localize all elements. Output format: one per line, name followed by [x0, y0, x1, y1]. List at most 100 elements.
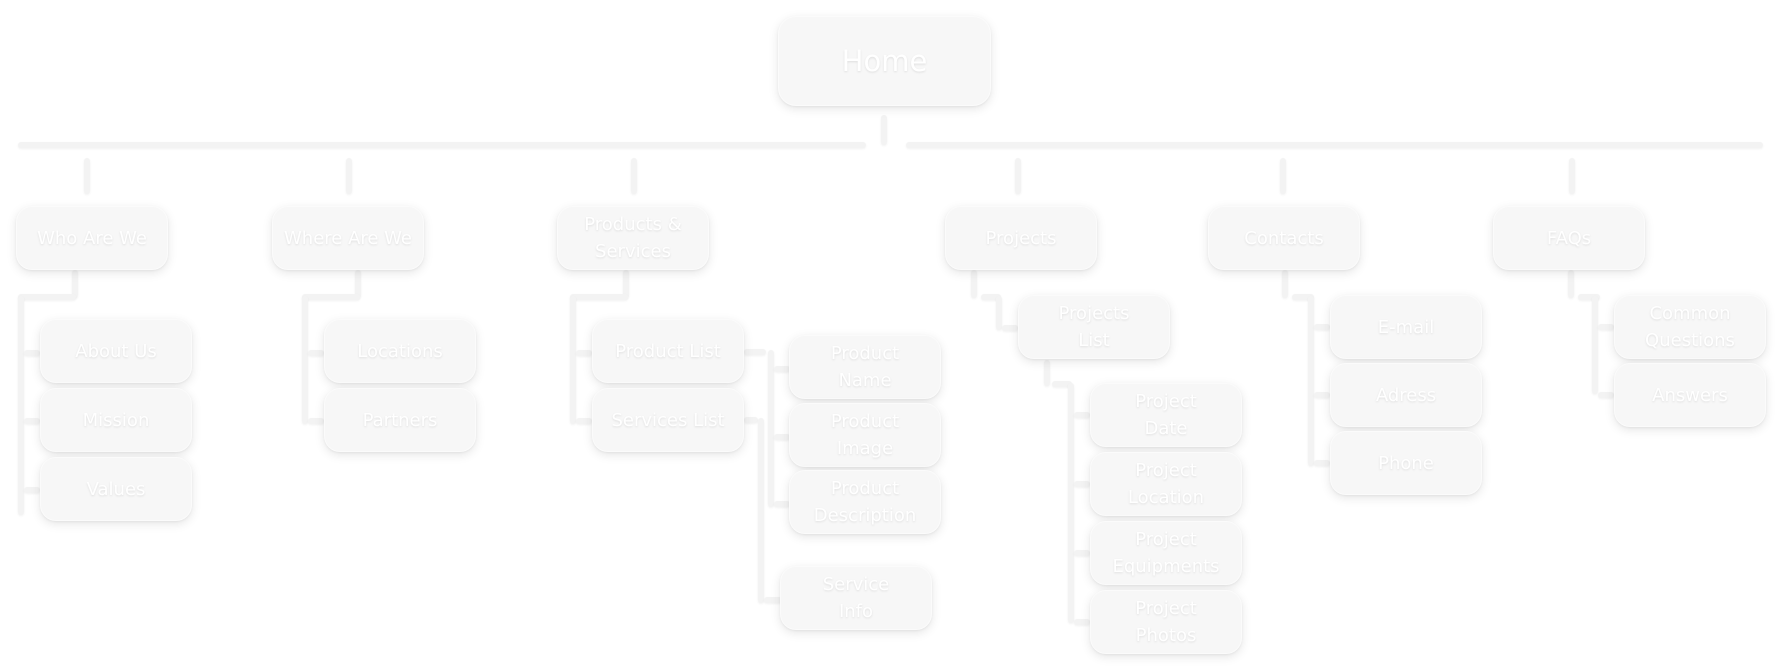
- node-about-us[interactable]: About Us: [40, 319, 192, 383]
- connector-faqs-tick-1: [1598, 324, 1614, 330]
- connector-who-elbow: [18, 294, 76, 300]
- node-project-date-label: Project Date: [1135, 391, 1197, 439]
- node-locations-label: Locations: [357, 340, 443, 362]
- node-adress-label: Adress: [1375, 384, 1437, 406]
- node-projects[interactable]: Projects: [945, 206, 1097, 270]
- connector-products-elbow: [570, 294, 628, 300]
- node-answers-label: Answers: [1652, 384, 1728, 406]
- node-product-name-label: Product Name: [830, 343, 900, 391]
- connector-productlist-tick-1: [774, 366, 790, 372]
- connector-root-stem: [881, 115, 887, 145]
- node-project-photos-label: Project Photos: [1135, 598, 1197, 646]
- node-project-equipments[interactable]: Project Equipments: [1090, 521, 1242, 585]
- connector-projects-spine: [996, 296, 1002, 330]
- connector-where-tick-2: [308, 418, 324, 424]
- connector-who-stem: [72, 270, 78, 298]
- node-project-equipments-label: Project Equipments: [1112, 529, 1220, 577]
- node-mission-label: Mission: [82, 409, 150, 431]
- node-project-date[interactable]: Project Date: [1090, 383, 1242, 447]
- connector-productlist-tick-2: [774, 434, 790, 440]
- connector-contacts-tick-2: [1314, 392, 1330, 398]
- connector-projects-elbow: [981, 294, 1001, 300]
- node-product-description[interactable]: Product Description: [789, 470, 941, 534]
- connector-products-tick-2: [576, 418, 592, 424]
- connector-contacts-stem: [1282, 270, 1288, 298]
- connector-where-tick-1: [308, 350, 324, 356]
- connector-drop-where: [346, 158, 352, 194]
- connector-projectslist-stem: [1044, 360, 1050, 386]
- node-product-list[interactable]: Product List: [592, 319, 744, 383]
- connector-where-elbow: [302, 294, 360, 300]
- node-about-us-label: About Us: [75, 340, 157, 362]
- connector-contacts-tick-3: [1314, 460, 1330, 466]
- node-who-are-we-label: Who Are We: [37, 227, 147, 249]
- connector-products-stem: [623, 270, 629, 298]
- connector-products-spine: [570, 296, 576, 424]
- node-projects-list-label: Projects List: [1058, 303, 1130, 351]
- connector-drop-contacts: [1280, 158, 1286, 194]
- connector-projects-tick: [1002, 325, 1018, 331]
- node-project-photos[interactable]: Project Photos: [1090, 590, 1242, 654]
- node-service-info[interactable]: Service Info: [780, 566, 932, 630]
- node-values[interactable]: Values: [40, 457, 192, 521]
- connector-projectslist-tick-3: [1074, 550, 1090, 556]
- node-home-label: Home: [841, 43, 928, 78]
- connector-where-spine: [302, 296, 308, 424]
- node-email-label: E-mail: [1377, 316, 1435, 338]
- connector-projectslist-tick-1: [1074, 412, 1090, 418]
- connector-productlist-spine: [768, 350, 774, 507]
- node-product-image[interactable]: Product Image: [789, 403, 941, 467]
- node-faqs[interactable]: FAQs: [1493, 206, 1645, 270]
- connector-projectslist-tick-4: [1074, 619, 1090, 625]
- connector-serviceslist-spine: [758, 418, 764, 603]
- node-project-location[interactable]: Project Location: [1090, 452, 1242, 516]
- connector-faqs-stem: [1568, 270, 1574, 298]
- node-products-services-label: Products & Services: [584, 214, 682, 262]
- connector-projectslist-tick-2: [1074, 481, 1090, 487]
- node-services-list-label: Services List: [611, 409, 725, 431]
- node-products-services[interactable]: Products & Services: [557, 206, 709, 270]
- node-who-are-we[interactable]: Who Are We: [16, 206, 168, 270]
- node-partners[interactable]: Partners: [324, 388, 476, 452]
- node-product-name[interactable]: Product Name: [789, 335, 941, 399]
- node-locations[interactable]: Locations: [324, 319, 476, 383]
- node-where-are-we-label: Where Are We: [283, 227, 412, 249]
- node-mission[interactable]: Mission: [40, 388, 192, 452]
- connector-faqs-spine: [1592, 296, 1598, 394]
- connector-who-tick-1: [24, 350, 40, 356]
- connector-projectslist-spine: [1068, 383, 1074, 623]
- connector-drop-projects: [1015, 158, 1021, 194]
- connector-contacts-tick-1: [1314, 324, 1330, 330]
- node-home[interactable]: Home: [778, 16, 991, 106]
- node-values-label: Values: [86, 478, 146, 500]
- node-answers[interactable]: Answers: [1614, 363, 1766, 427]
- connector-who-spine: [18, 296, 24, 515]
- connector-who-tick-3: [24, 487, 40, 493]
- connector-projects-stem: [971, 270, 977, 298]
- node-phone[interactable]: Phone: [1330, 431, 1482, 495]
- connector-projectslist-elbow: [1052, 381, 1072, 387]
- connector-productlist-elbow: [744, 349, 766, 355]
- node-product-description-label: Product Description: [813, 478, 917, 526]
- connector-products-tick-1: [576, 350, 592, 356]
- node-where-are-we[interactable]: Where Are We: [272, 206, 424, 270]
- connector-productlist-tick-3: [774, 501, 790, 507]
- node-service-info-label: Service Info: [822, 574, 890, 622]
- connector-contacts-elbow: [1292, 294, 1314, 300]
- connector-serviceslist-elbow: [744, 417, 758, 423]
- node-adress[interactable]: Adress: [1330, 363, 1482, 427]
- node-phone-label: Phone: [1378, 452, 1434, 474]
- connector-bus-right: [906, 142, 1763, 148]
- connector-where-stem: [355, 270, 361, 298]
- connector-faqs-tick-2: [1598, 392, 1614, 398]
- node-email[interactable]: E-mail: [1330, 295, 1482, 359]
- node-partners-label: Partners: [362, 409, 438, 431]
- node-projects-list[interactable]: Projects List: [1018, 295, 1170, 359]
- node-contacts[interactable]: Contacts: [1208, 206, 1360, 270]
- node-services-list[interactable]: Services List: [592, 388, 744, 452]
- connector-who-tick-2: [24, 418, 40, 424]
- node-project-location-label: Project Location: [1127, 460, 1205, 508]
- node-faqs-label: FAQs: [1546, 227, 1592, 249]
- node-common-questions[interactable]: Common Questions: [1614, 295, 1766, 359]
